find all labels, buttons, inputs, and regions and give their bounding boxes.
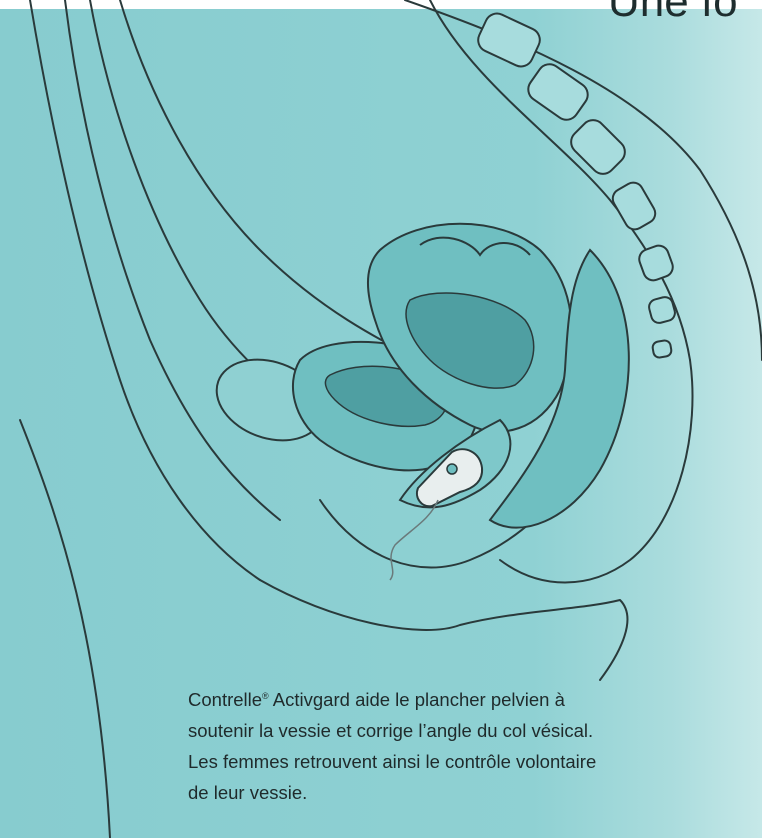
thigh-lower bbox=[260, 580, 627, 680]
vertebra-7 bbox=[652, 340, 673, 359]
caption-line-1: Contrelle® Activgard aide le plancher pe… bbox=[188, 681, 748, 715]
caption-line-1-rest: Activgard aide le plancher pelvien à bbox=[269, 689, 565, 710]
thigh-front bbox=[20, 420, 110, 838]
registered-mark: ® bbox=[262, 691, 269, 701]
brand-name: Contrelle bbox=[188, 689, 262, 710]
vertebra-2 bbox=[524, 60, 593, 125]
caption-line-3: Les femmes retrouvent ainsi le contrôle … bbox=[188, 746, 748, 777]
vertebra-1 bbox=[474, 10, 543, 71]
caption-text: Contrelle® Activgard aide le plancher pe… bbox=[188, 681, 748, 808]
caption-line-2: soutenir la vessie et corrige l’angle du… bbox=[188, 715, 748, 746]
device-hole bbox=[447, 464, 457, 474]
vertebra-5 bbox=[636, 243, 675, 283]
vertebra-3 bbox=[566, 115, 630, 179]
vertebra-4 bbox=[609, 179, 659, 233]
abdomen-line-1 bbox=[30, 0, 260, 580]
abdomen-line-2 bbox=[65, 0, 280, 520]
caption-line-4: de leur vessie. bbox=[188, 777, 748, 808]
